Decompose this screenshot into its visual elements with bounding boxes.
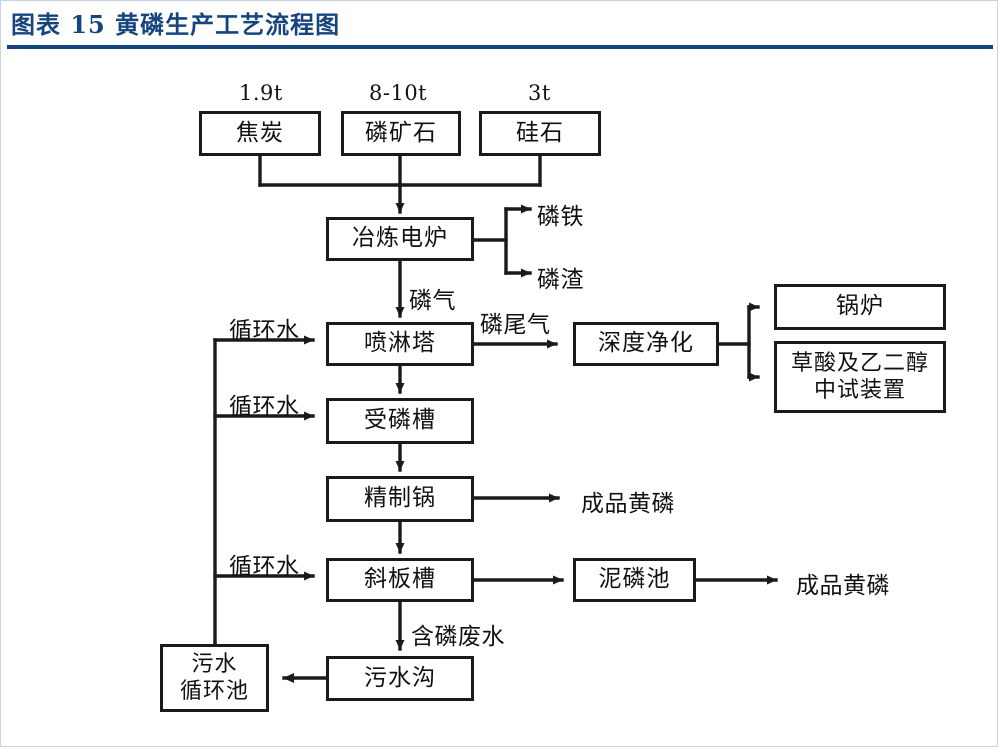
label-phosphorus-gas: 磷气 [409,288,456,314]
node-pilot-plant-line2: 中试装置 [813,378,906,403]
label-phosphorus-wastewater: 含磷废水 [411,624,505,650]
process-flow-diagram: 1.9t 8-10t 3t 焦炭 磷矿石 硅石 冶炼电炉 磷铁 磷渣 磷气 喷淋… [1,49,998,748]
title-divider [7,45,993,49]
node-spray-tower[interactable]: 喷淋塔 [326,322,474,366]
node-deep-purification[interactable]: 深度净化 [573,322,719,366]
node-refining-pot[interactable]: 精制锅 [326,476,474,522]
label-ferrophosphorus: 磷铁 [537,204,584,230]
node-pilot-plant-line1: 草酸及乙二醇 [790,350,929,376]
page-title: 图表 15 黄磷生产工艺流程图 [11,10,341,39]
node-wastewater-pond-line1: 污水 [191,651,238,677]
node-coke[interactable]: 焦炭 [199,111,321,156]
node-pilot-plant[interactable]: 草酸及乙二醇 中试装置 [774,341,946,413]
label-recycle-water-2: 循环水 [229,394,300,420]
quantity-silica: 3t [528,81,551,105]
node-wastewater-pond-line2: 循环池 [179,679,249,704]
node-wastewater-recycle-pond[interactable]: 污水 循环池 [160,644,269,712]
label-phosphorus-slag: 磷渣 [537,267,584,293]
node-smelting-furnace[interactable]: 冶炼电炉 [326,217,474,261]
node-silica[interactable]: 硅石 [479,111,601,156]
node-phosphate-ore[interactable]: 磷矿石 [341,111,461,156]
label-phosphorus-tail-gas: 磷尾气 [480,312,551,338]
node-wastewater-ditch[interactable]: 污水沟 [326,656,474,701]
node-boiler[interactable]: 锅炉 [774,284,946,330]
label-product-phosphorus-1: 成品黄磷 [581,491,675,517]
node-phosphorus-tank[interactable]: 受磷槽 [326,398,474,444]
label-product-phosphorus-2: 成品黄磷 [796,573,890,599]
node-mud-phosphorus-pond[interactable]: 泥磷池 [573,558,696,602]
quantity-phosphate-ore: 8-10t [369,81,428,105]
node-inclined-plate-tank[interactable]: 斜板槽 [326,558,474,602]
figure-header: 图表 15 黄磷生产工艺流程图 [1,1,998,49]
label-recycle-water-1: 循环水 [229,318,300,344]
flow-connectors [213,154,778,683]
quantity-coke: 1.9t [239,81,283,105]
label-recycle-water-3: 循环水 [229,554,300,580]
